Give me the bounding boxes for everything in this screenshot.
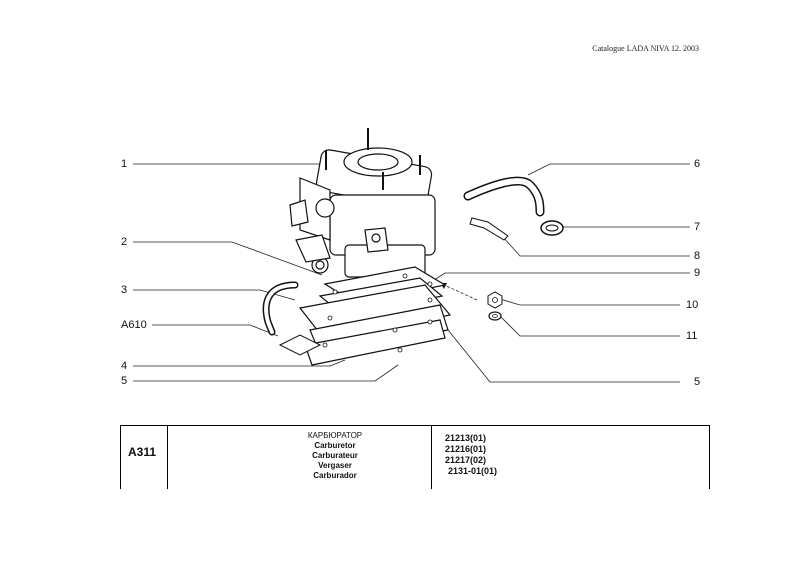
leader-line-a610 (152, 324, 279, 337)
model-item: 21216(01) (445, 444, 487, 454)
leader-line-9 (433, 272, 690, 281)
callout-10: 10 (686, 299, 699, 311)
callout-2: 2 (121, 236, 128, 248)
leader-line-11 (499, 315, 680, 337)
leader-line-4 (133, 359, 346, 367)
model-item: 2131-01(01) (448, 466, 498, 476)
leader-line-5b (439, 319, 680, 383)
carburetor-body (289, 147, 436, 278)
callout-3: 3 (121, 284, 128, 296)
callout-8: 8 (694, 250, 701, 262)
leader-line-2 (133, 241, 323, 276)
leader-line-10 (499, 298, 680, 306)
callout-9: 9 (694, 267, 701, 279)
callout-4: 4 (121, 360, 128, 372)
bracket-a610 (278, 334, 322, 356)
part-code: A311 (128, 445, 157, 459)
callout-11: 11 (686, 330, 698, 342)
table-left-border (120, 425, 121, 489)
part-name-ru: КАРБЮРАТОР (307, 431, 363, 440)
table-divider-2 (431, 425, 432, 489)
callout-1: 1 (121, 158, 128, 170)
assembly-arrow (439, 282, 478, 301)
leader-line-3 (133, 289, 296, 301)
leader-line-8 (494, 227, 690, 257)
model-item: 21213(01) (445, 433, 487, 443)
part-names: КАРБЮРАТОР Carburetor Carburateur Vergas… (210, 431, 460, 481)
table-divider-1 (167, 425, 168, 489)
gasket-holes (322, 273, 433, 353)
callout-a610: A610 (121, 319, 147, 331)
gasket-plates (298, 266, 452, 366)
part-name-fr: Carburateur (312, 451, 358, 460)
table-right-border (709, 425, 710, 489)
callout-5-left: 5 (121, 375, 128, 387)
part-name-de: Vergaser (318, 461, 352, 470)
nut-10 (487, 291, 503, 309)
leader-line-6 (527, 163, 690, 176)
callout-6: 6 (694, 158, 701, 170)
part-name-es: Carburador (313, 471, 357, 480)
leader-line-5a (133, 364, 399, 382)
callout-7: 7 (694, 221, 701, 233)
catalogue-header: Catalogue LADA NIVA 12. 2003 (592, 44, 699, 53)
model-item: 21217(02) (445, 455, 487, 465)
callout-5-right: 5 (694, 376, 701, 388)
table-top-border (120, 425, 710, 426)
parts-table: A311 КАРБЮРАТОР Carburetor Carburateur V… (120, 425, 710, 489)
mounting-studs (325, 128, 421, 190)
washer-11 (488, 311, 502, 321)
hose-clamp-7 (540, 220, 564, 236)
model-list: 21213(01) 21216(01) 21217(02) 2131-01(01… (445, 433, 497, 477)
connector-8 (469, 217, 509, 241)
leader-lines (133, 163, 690, 383)
part-name-en: Carburetor (314, 441, 356, 450)
